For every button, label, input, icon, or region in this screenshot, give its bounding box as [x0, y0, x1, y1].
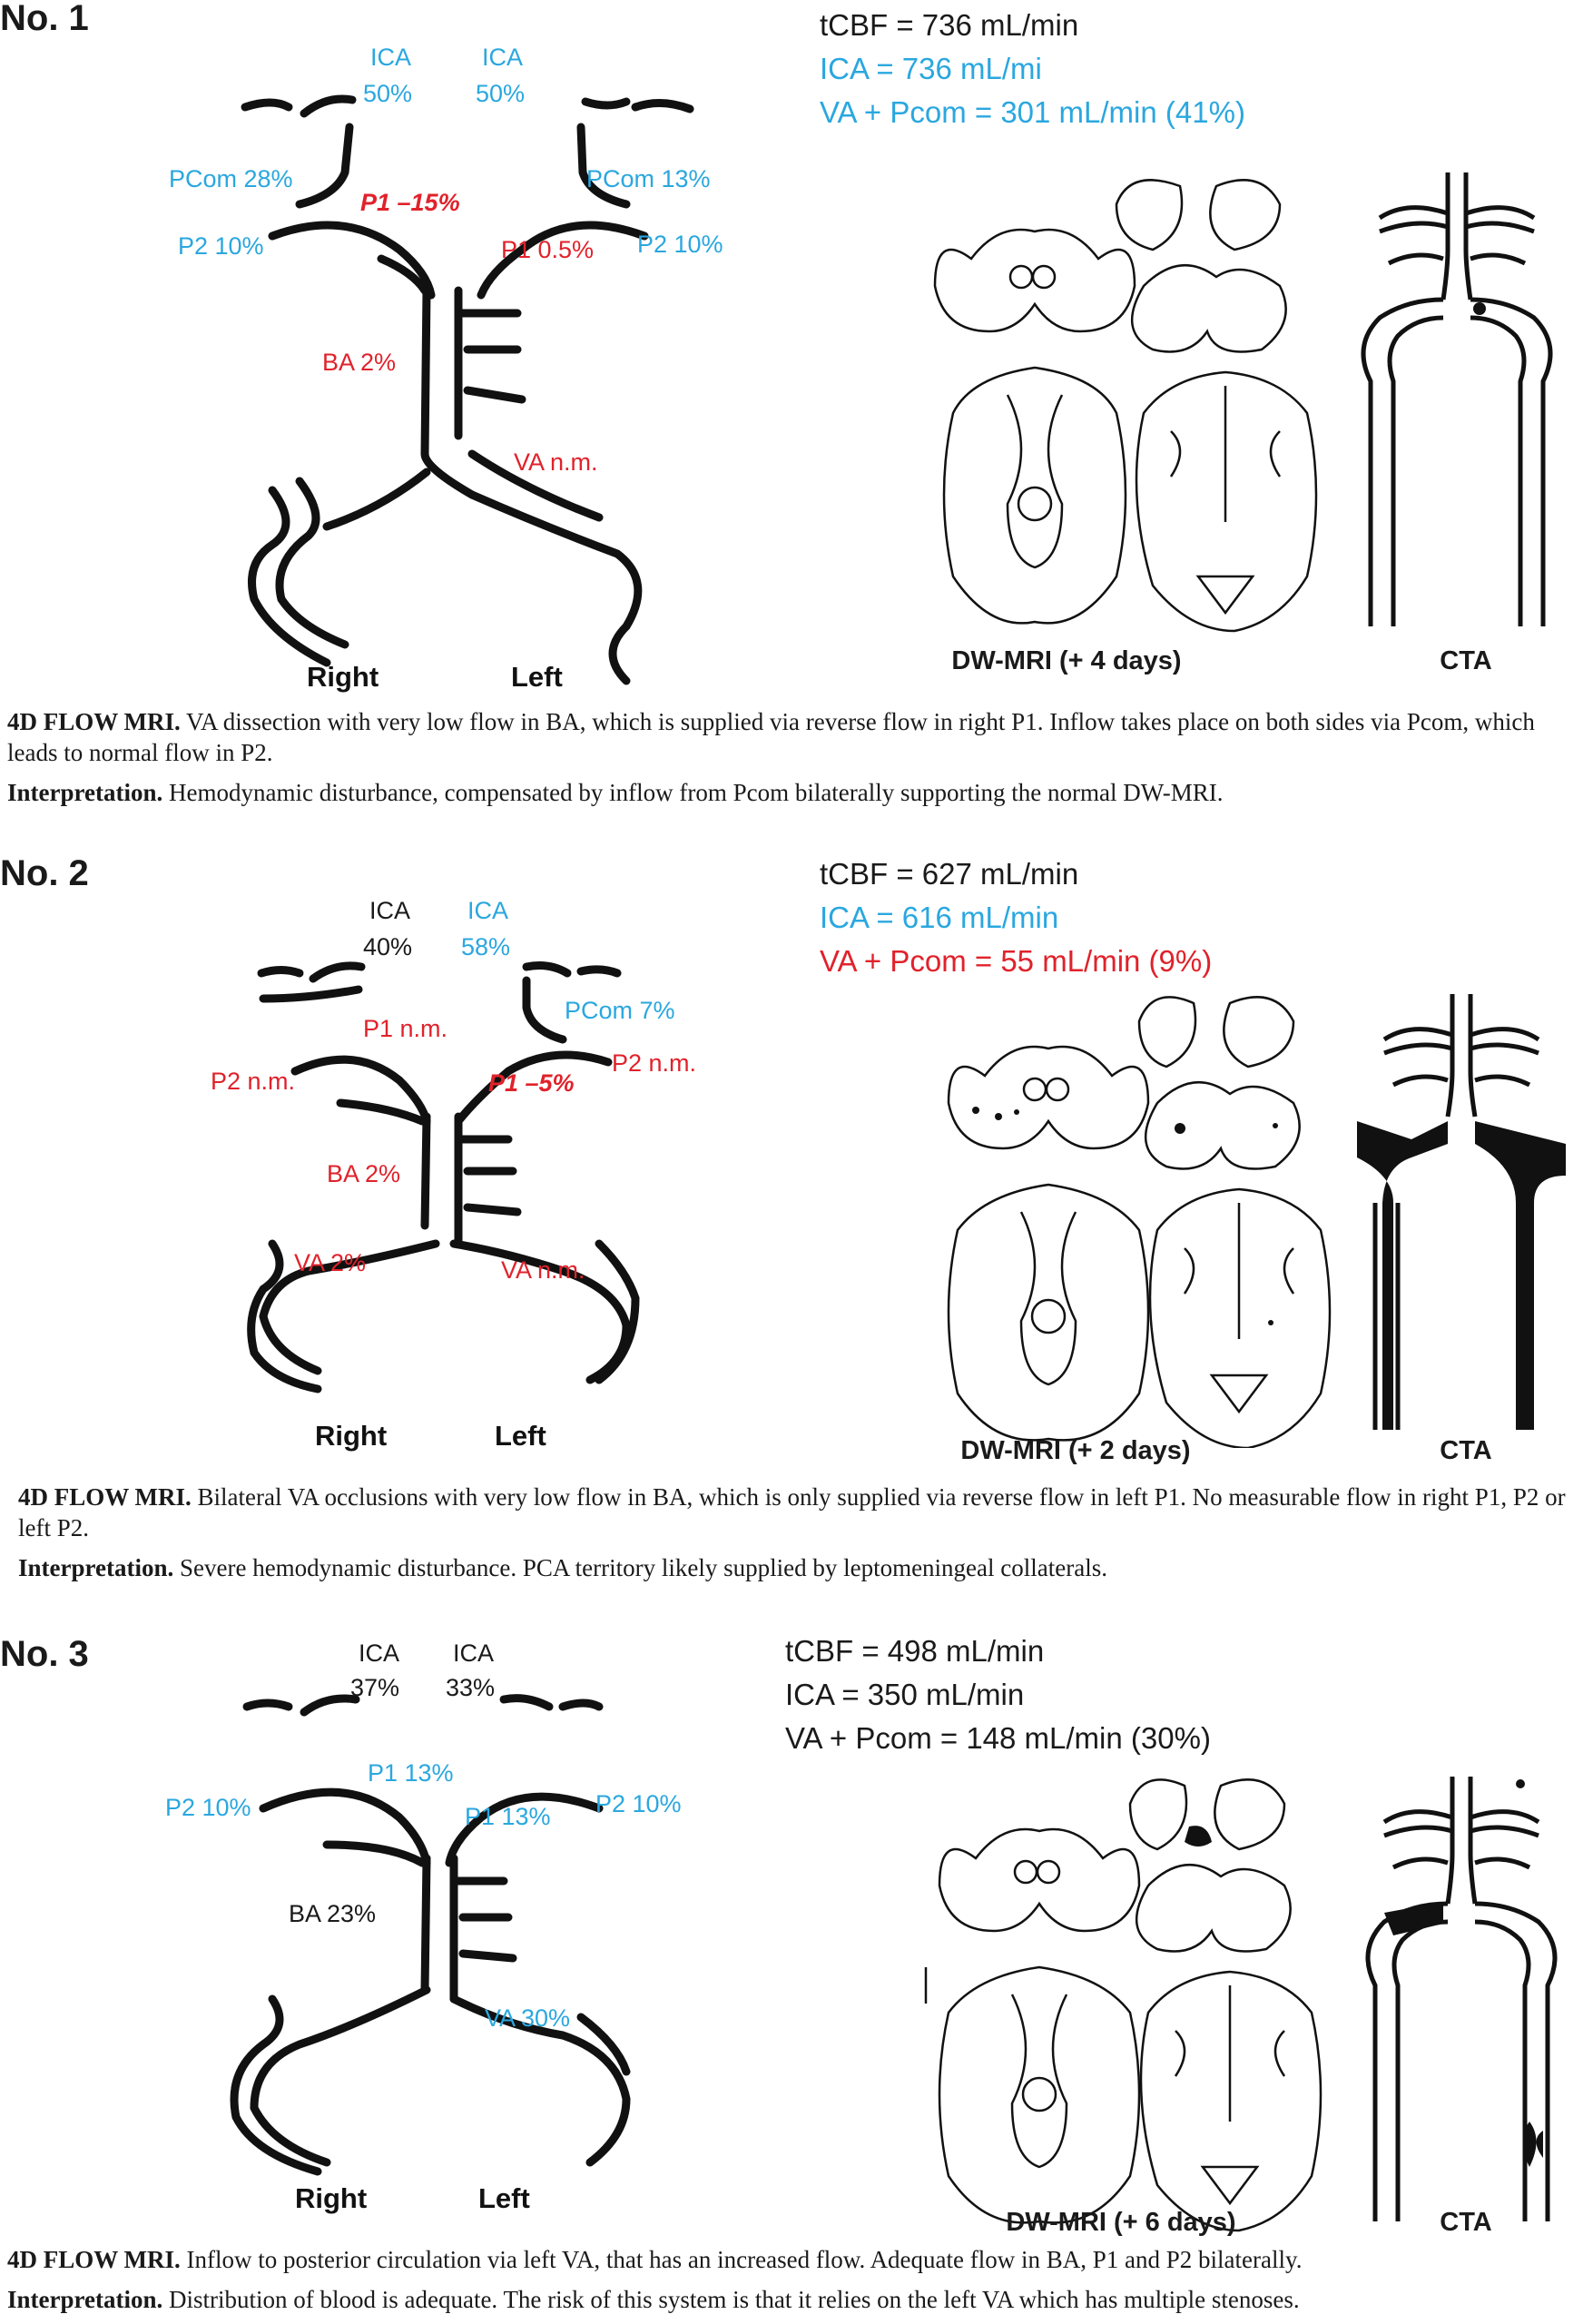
- flow-va-pcom: VA + Pcom = 55 mL/min (9%): [820, 944, 1213, 978]
- label-ba: BA 2%: [322, 349, 396, 376]
- label-p2-left: P2 10%: [595, 1790, 682, 1817]
- flow-tcbf: tCBF = 498 mL/min: [785, 1634, 1045, 1668]
- label-left-side: Left: [511, 661, 563, 693]
- label-ica-right-pct: 40%: [363, 933, 412, 960]
- label-p2-left: P2 10%: [637, 231, 723, 258]
- flow-ica: ICA = 350 mL/min: [785, 1678, 1025, 1711]
- label-p2-right: P2 n.m.: [211, 1068, 295, 1095]
- label-ica-left-pct: 50%: [476, 80, 525, 107]
- label-p2-right: P2 10%: [165, 1794, 251, 1821]
- label-p1-right: P1 –15%: [360, 189, 460, 216]
- dw-mri-sketch: [933, 179, 1318, 633]
- label-p1-left: P1 –5%: [488, 1069, 575, 1097]
- flow-va-pcom: VA + Pcom = 301 mL/min (41%): [820, 95, 1245, 129]
- label-ica-right-pct: 50%: [363, 80, 412, 107]
- label-p1-left: P1 0.5%: [501, 236, 594, 263]
- interpretation-head: Interpretation.: [18, 1554, 174, 1581]
- label-pcom-right: PCom 28%: [169, 165, 293, 192]
- label-p1-right: P1 13%: [368, 1759, 454, 1787]
- label-va-right: VA 2%: [294, 1249, 366, 1276]
- description-text: Bilateral VA occlusions with very low fl…: [18, 1483, 1566, 1541]
- case-description: 4D FLOW MRI. VA dissection with very low…: [7, 706, 1587, 817]
- label-ba: BA 23%: [289, 1900, 376, 1927]
- label-va-left: VA 30%: [485, 2004, 570, 2032]
- label-right-side: Right: [295, 2182, 367, 2214]
- interpretation-head: Interpretation.: [7, 2286, 163, 2313]
- label-right-side: Right: [307, 661, 379, 693]
- label-va-left: VA n.m.: [514, 448, 598, 476]
- label-ica-left-pct: 58%: [461, 933, 510, 960]
- label-pcom-left: PCom 7%: [565, 997, 675, 1024]
- cta-sketch: [1365, 1777, 1558, 2221]
- case-description: 4D FLOW MRI. Inflow to posterior circula…: [7, 2244, 1587, 2324]
- label-ica-left: ICA: [482, 44, 523, 71]
- label-pcom-left: PCom 13%: [586, 165, 711, 192]
- label-ica-right: ICA: [369, 897, 410, 924]
- flow-ica: ICA = 736 mL/mi: [820, 52, 1042, 85]
- case-panel-3: No. 3 ICA 37% ICA 33% P1 13% P2 10% P1 1…: [0, 1618, 1593, 2316]
- flow-summary: tCBF = 498 mL/min ICA = 350 mL/min VA + …: [785, 1630, 1211, 1761]
- label-p1-right: P1 n.m.: [363, 1015, 447, 1042]
- flow-summary: tCBF = 627 mL/min ICA = 616 mL/min VA + …: [820, 853, 1212, 984]
- interpretation-text: Severe hemodynamic disturbance. PCA terr…: [179, 1554, 1107, 1581]
- label-p2-right: P2 10%: [178, 232, 264, 260]
- circle-of-willis-diagram: ICA 40% ICA 58% PCom 7% P1 n.m. P2 n.m. …: [211, 897, 696, 1452]
- label-left-side: Left: [495, 1420, 546, 1452]
- case-title: No. 3: [0, 1634, 89, 1674]
- cta-caption: CTA: [1440, 646, 1492, 675]
- case-title: No. 1: [0, 0, 89, 38]
- description-head: 4D FLOW MRI.: [7, 708, 181, 735]
- label-right-side: Right: [315, 1420, 387, 1452]
- cta-sketch: [1361, 172, 1553, 626]
- label-ica-right-pct: 37%: [350, 1674, 399, 1701]
- dw-mri-sketch: [947, 996, 1332, 1448]
- label-ica-left-pct: 33%: [446, 1674, 495, 1701]
- description-text: Inflow to posterior circulation via left…: [186, 2246, 1303, 2273]
- case-panel-1: No. 1: [0, 0, 1593, 831]
- label-ica-right: ICA: [370, 44, 411, 71]
- dw-mri-caption: DW-MRI (+ 4 days): [951, 646, 1182, 675]
- flow-va-pcom: VA + Pcom = 148 mL/min (30%): [785, 1721, 1211, 1755]
- dw-mri-caption: DW-MRI (+ 6 days): [1006, 2208, 1236, 2237]
- label-ica-left: ICA: [453, 1640, 494, 1667]
- label-ba: BA 2%: [327, 1160, 400, 1187]
- dw-mri-caption: DW-MRI (+ 2 days): [960, 1436, 1191, 1465]
- flow-tcbf: tCBF = 736 mL/min: [820, 8, 1079, 42]
- flow-tcbf: tCBF = 627 mL/min: [820, 857, 1079, 891]
- circle-of-willis-diagram: ICA 37% ICA 33% P1 13% P2 10% P1 13% P2 …: [165, 1640, 682, 2214]
- label-p2-left: P2 n.m.: [612, 1049, 696, 1077]
- interpretation-head: Interpretation.: [7, 779, 163, 806]
- case-title: No. 2: [0, 853, 89, 893]
- cta-caption: CTA: [1440, 2208, 1492, 2237]
- interpretation-text: Hemodynamic disturbance, compensated by …: [168, 779, 1224, 806]
- description-text: VA dissection with very low flow in BA, …: [7, 708, 1535, 766]
- case-description: 4D FLOW MRI. Bilateral VA occlusions wit…: [18, 1482, 1579, 1592]
- label-left-side: Left: [478, 2182, 530, 2214]
- description-head: 4D FLOW MRI.: [18, 1483, 192, 1511]
- flow-ica: ICA = 616 mL/min: [820, 901, 1059, 934]
- label-ica-left: ICA: [467, 897, 508, 924]
- case-panel-2: No. 2 ICA 40% ICA 58% PCom 7% P1 n.m. P2: [0, 844, 1593, 1598]
- label-p1-left: P1 13%: [465, 1803, 551, 1830]
- circle-of-willis-diagram: ICA 50% ICA 50% PCom 28% P1 –15% PCom 13…: [169, 44, 723, 693]
- cta-sketch: [1357, 994, 1566, 1430]
- label-va-left: VA n.m.: [501, 1256, 585, 1284]
- flow-summary: tCBF = 736 mL/min ICA = 736 mL/mi VA + P…: [820, 5, 1245, 135]
- cta-caption: CTA: [1440, 1436, 1492, 1465]
- label-ica-right: ICA: [359, 1640, 399, 1667]
- interpretation-text: Distribution of blood is adequate. The r…: [168, 2286, 1300, 2313]
- dw-mri-sketch: [924, 1778, 1323, 2232]
- description-head: 4D FLOW MRI.: [7, 2246, 181, 2273]
